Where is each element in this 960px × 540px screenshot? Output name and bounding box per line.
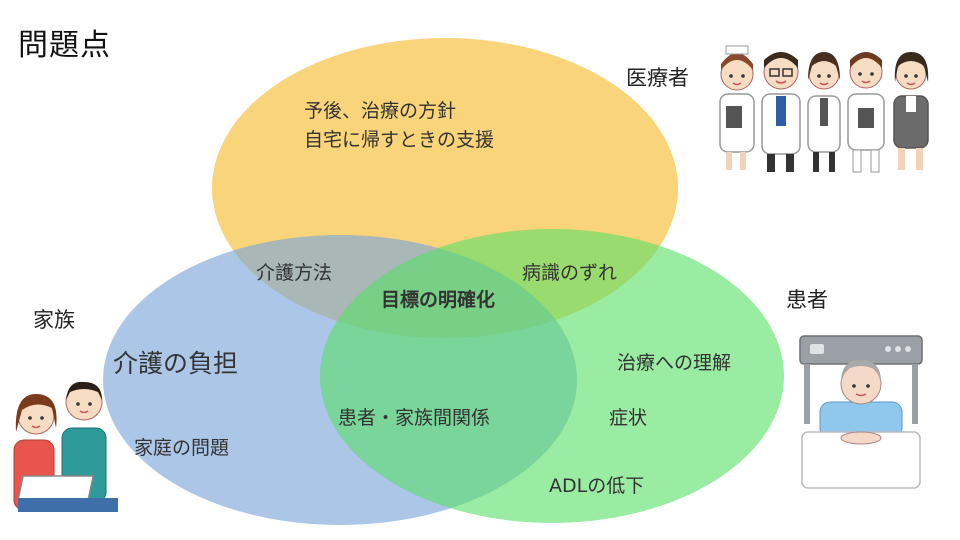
region-patient-symptoms: 症状: [609, 407, 648, 429]
family-illustration: [13, 381, 118, 512]
region-center: 目標の明確化: [381, 289, 496, 311]
medical-staff-illustration: [719, 45, 929, 173]
region-family-burden: 介護の負担: [113, 349, 239, 378]
page-title: 問題点: [18, 28, 111, 63]
nurse-figure-1: [719, 45, 755, 170]
region-medical-line2: 自宅に帰すときの支援: [304, 129, 495, 151]
doctor-figure: [761, 52, 801, 172]
label-medical-staff: 医療者: [626, 66, 689, 90]
region-patient-adl: ADLの低下: [549, 475, 645, 497]
region-medical-family: 介護方法: [256, 262, 333, 284]
region-patient-understanding: 治療への理解: [617, 352, 732, 374]
pharmacist-figure: [807, 52, 841, 172]
patient-in-bed-illustration: [799, 335, 923, 489]
label-patient: 患者: [786, 288, 828, 312]
region-medical-patient: 病識のずれ: [522, 262, 618, 284]
region-medical-line1: 予後、治療の方針: [304, 100, 457, 122]
region-patient-family: 患者・家族間関係: [338, 407, 491, 429]
clerk-figure: [893, 52, 929, 170]
patient-circle: [320, 229, 784, 523]
label-family: 家族: [33, 308, 75, 332]
table-icon: [18, 498, 118, 512]
region-family-home: 家庭の問題: [134, 437, 230, 459]
nurse-figure-2: [847, 52, 885, 173]
